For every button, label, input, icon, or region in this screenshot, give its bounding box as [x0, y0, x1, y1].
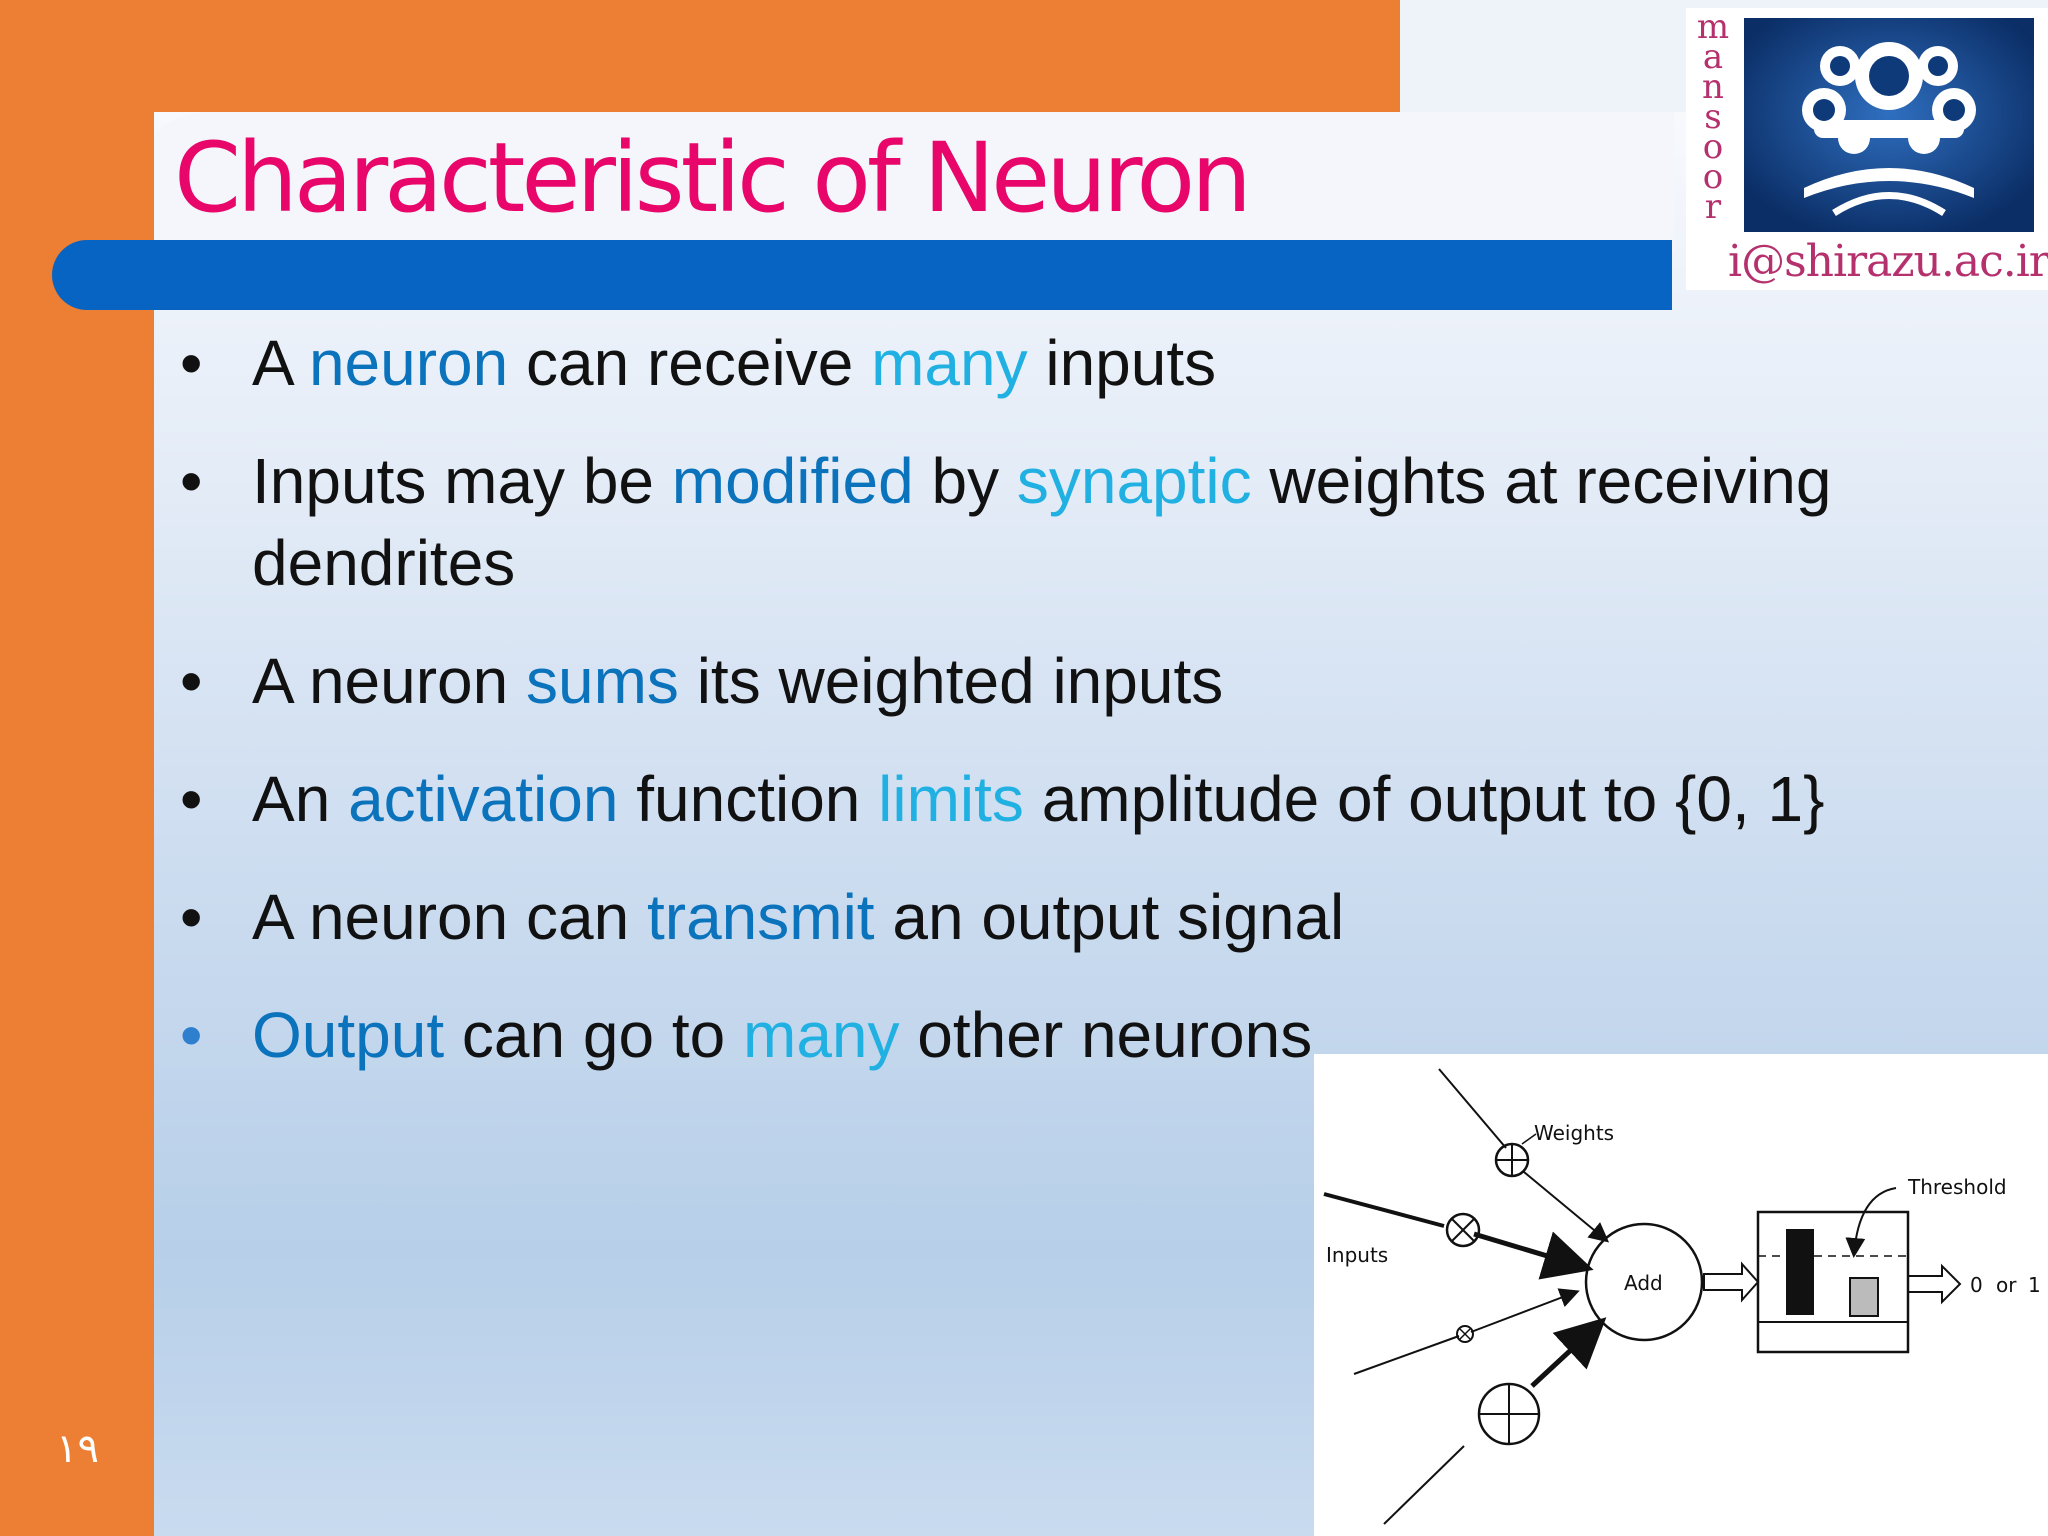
bullet-text: An: [252, 763, 349, 835]
bullet-highlight: Output: [252, 999, 445, 1071]
bullet-text: can receive: [508, 327, 872, 399]
bullet-dot-icon: •: [180, 645, 203, 717]
bullet-highlight: many: [871, 327, 1028, 399]
logo-letter: o: [1702, 157, 1724, 197]
weight-circle: [1445, 1212, 1481, 1248]
bullet-item: • Inputs may be modified by synaptic weig…: [170, 440, 1970, 604]
bullet-highlight: limits: [878, 763, 1024, 835]
bullet-text: an output signal: [874, 881, 1345, 953]
slide-title: Characteristic of Neuron: [174, 122, 1252, 234]
bullet-item: • Output can go to many other neurons: [170, 994, 1970, 1076]
input-line: [1353, 1335, 1460, 1375]
bullet-text: Inputs may be: [252, 445, 672, 517]
bar-low: [1849, 1277, 1879, 1317]
bullet-text: other neurons: [899, 999, 1313, 1071]
bullet-highlight: transmit: [646, 881, 875, 953]
logo-letter: r: [1704, 187, 1722, 227]
bullet-dot-icon: •: [180, 445, 203, 517]
sum-node: [1584, 1222, 1704, 1342]
output-one: 1: [2028, 1273, 2041, 1297]
input-line: [1383, 1445, 1465, 1525]
page-number: ۱۹: [56, 1426, 99, 1472]
bullet-text: its weighted inputs: [678, 645, 1224, 717]
bullet-dot-icon: •: [180, 763, 203, 835]
output-zero: 0: [1970, 1273, 1983, 1297]
bar-high: [1786, 1229, 1814, 1315]
logo-email: i@shirazu.ac.ir: [1728, 236, 2048, 287]
bullet-text: inputs: [1027, 327, 1217, 399]
bullet-item: • A neuron can transmit an output signal: [170, 876, 1970, 958]
bullet-text: A neuron: [252, 645, 526, 717]
bullet-dot-icon: •: [180, 881, 203, 953]
bullet-text: amplitude of output to {0, 1}: [1023, 763, 1825, 835]
bullet-highlight: sums: [526, 645, 679, 717]
weights-label: Weights: [1534, 1121, 1614, 1145]
threshold-label: Threshold: [1907, 1175, 2007, 1199]
inputs-label: Inputs: [1326, 1243, 1388, 1267]
bullet-highlight: modified: [671, 445, 914, 517]
bullet-highlight: many: [743, 999, 900, 1071]
bullet-text: A neuron can: [252, 881, 647, 953]
bullet-dot-icon: •: [180, 999, 203, 1071]
logo-letter: s: [1704, 97, 1722, 137]
add-label: Add: [1624, 1271, 1663, 1295]
neuron-diagram: Weights Threshold Inputs Add 0 or 1: [1314, 1054, 2048, 1536]
bullet-text: can go to: [444, 999, 743, 1071]
bullet-highlight: activation: [348, 763, 619, 835]
logo-letter: o: [1702, 127, 1724, 167]
bullet-item: • A neuron can receive many inputs: [170, 322, 1970, 404]
neuron-diagram-svg: Weights Threshold Inputs Add 0 or 1: [1323, 1068, 2041, 1525]
bullet-text: by: [913, 445, 1017, 517]
orange-sidebar: [0, 0, 154, 1536]
orange-top-band: [0, 0, 1400, 112]
weight-circle: [1456, 1325, 1474, 1343]
logo-letter: n: [1702, 67, 1724, 107]
title-underline-bar: [52, 240, 1672, 310]
logo-letter: a: [1702, 37, 1724, 77]
bullet-text: function: [618, 763, 879, 835]
bullet-highlight: neuron: [308, 327, 509, 399]
title-panel: [154, 112, 1674, 252]
shiraz-university-emblem-icon: [1744, 18, 2034, 232]
bullet-item: • An activation function limits amplitude…: [170, 758, 1970, 840]
bullet-list: • A neuron can receive many inputs • Inputs…: [170, 322, 1970, 1112]
bullet-highlight: synaptic: [1016, 445, 1252, 517]
input-line: [1438, 1068, 1507, 1149]
bullet-text: A: [252, 327, 309, 399]
input-line: [1323, 1192, 1445, 1228]
logo-letter: m: [1696, 7, 1730, 47]
output-or: or: [1996, 1273, 2017, 1297]
threshold-box: [1756, 1210, 1910, 1354]
bullet-dot-icon: •: [180, 327, 203, 399]
bullet-item: • A neuron sums its weighted inputs: [170, 640, 1970, 722]
bullet-text: weights at receiving dendrites: [252, 445, 1832, 599]
